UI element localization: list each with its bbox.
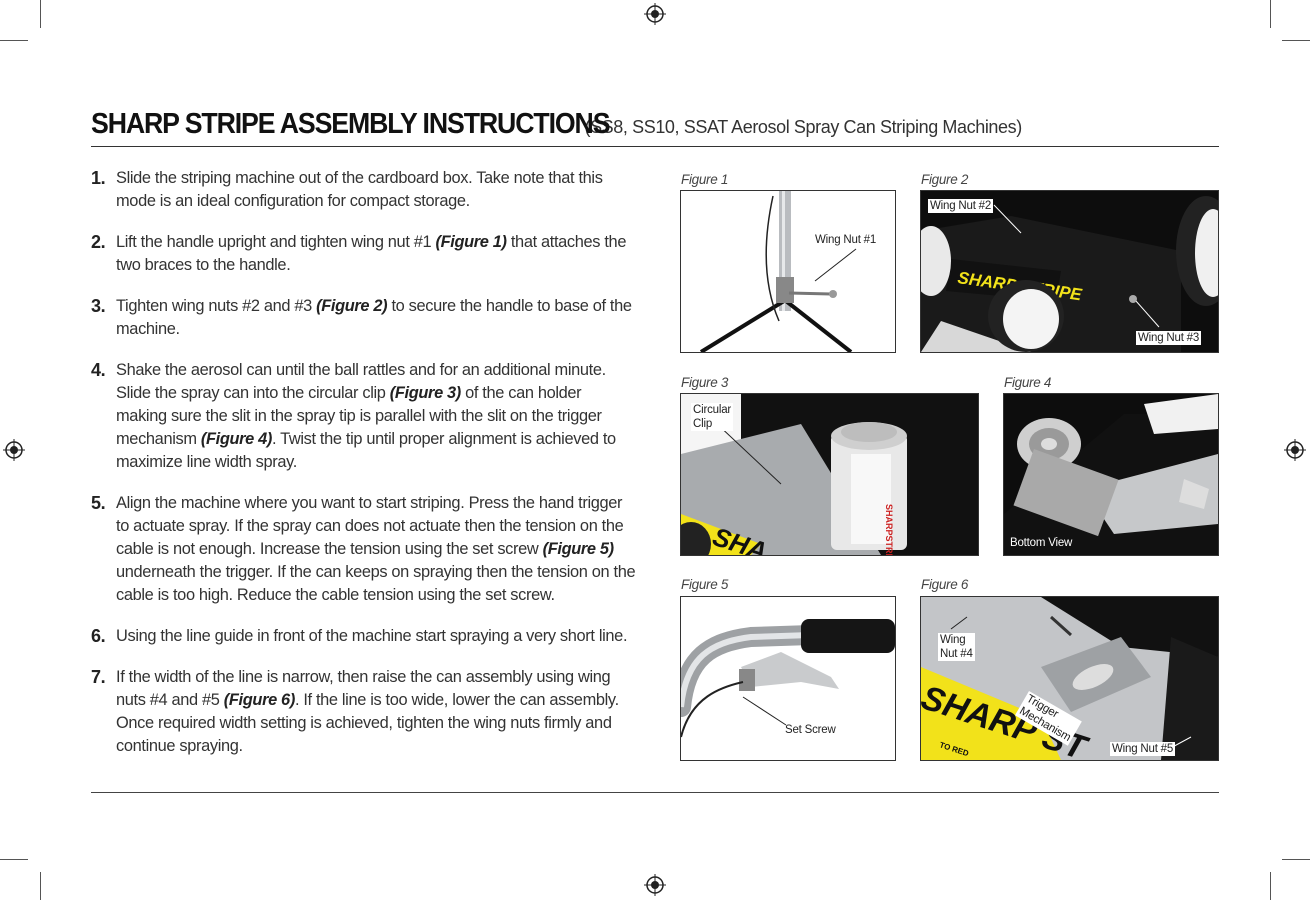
wing-nut-2-callout: Wing Nut #2	[928, 199, 994, 213]
step-text: that attaches the two braces to the hand…	[116, 233, 627, 274]
registration-mark-icon	[1284, 439, 1306, 461]
page-title: SHARP STRIPE ASSEMBLY INSTRUCTIONS	[91, 108, 611, 140]
crop-mark	[40, 872, 41, 900]
circular-clip-callout: Circular Clip	[691, 403, 734, 431]
hand-trigger-illustration	[681, 619, 895, 738]
figure-reference: (Figure 1)	[435, 233, 507, 251]
figure-2-label: Figure 2	[921, 172, 969, 187]
registration-mark-icon	[644, 874, 666, 896]
handle-braces-illustration	[699, 191, 857, 352]
wing-nut-5-callout: Wing Nut #5	[1110, 742, 1176, 756]
page-subtitle: (SS8, SS10, SSAT Aerosol Spray Can Strip…	[584, 117, 1022, 137]
crop-mark	[0, 859, 28, 860]
step-text: Tighten wing nuts #2 and #3	[116, 297, 317, 315]
step-text: of the can holder making sure the slit i…	[116, 384, 602, 448]
figure-5-label: Figure 5	[681, 577, 729, 592]
figure-1-label: Figure 1	[681, 172, 729, 187]
machine-base-illustration: SHARP STRIPE	[921, 191, 1218, 352]
callout-line: Nut #4	[940, 648, 973, 660]
callout-line: Circular	[693, 404, 732, 416]
figure-reference: (Figure 5)	[542, 540, 615, 558]
step-text: . If the line is too wide, lower the can…	[116, 691, 619, 755]
step-text: to secure the handle to base of the mach…	[116, 297, 632, 338]
figure-reference: (Figure 6)	[223, 691, 296, 709]
registration-mark-icon	[644, 3, 666, 25]
crop-mark	[1270, 872, 1271, 900]
step-number: 2.	[91, 232, 106, 252]
spray-can-clip-illustration: SHA SHARPSTRIPE	[681, 394, 978, 555]
wing-nut-4-callout: Wing Nut #4	[938, 633, 975, 661]
instruction-step-3: 3. Tighten wing nuts #2 and #3 (Figure 2…	[91, 295, 636, 341]
crop-mark	[1270, 0, 1271, 28]
instruction-step-4: 4. Shake the aerosol can until the ball …	[91, 359, 636, 474]
step-number: 6.	[91, 626, 106, 646]
bottom-view-callout: Bottom View	[1010, 537, 1073, 549]
figure-2: SHARP STRIPE Wing Nut #2 Wing Nut #3	[920, 190, 1219, 353]
instruction-step-1: 1. Slide the striping machine out of the…	[91, 167, 636, 213]
bottom-divider	[91, 792, 1219, 794]
instruction-step-6: 6. Using the line guide in front of the …	[91, 625, 636, 648]
figure-4: Bottom View	[1003, 393, 1219, 556]
step-number: 3.	[91, 296, 106, 316]
step-number: 1.	[91, 168, 106, 188]
figure-3-label: Figure 3	[681, 375, 729, 390]
figure-reference: (Figure 2)	[316, 297, 388, 315]
wing-nut-3-callout: Wing Nut #3	[1136, 331, 1202, 345]
set-screw-callout: Set Screw	[785, 724, 836, 736]
figure-6: SHARP ST TO RED Wing Nut #4 Trigger Mech…	[920, 596, 1219, 761]
callout-line: Wing	[940, 634, 966, 646]
step-text: Align the machine where you want to star…	[116, 494, 624, 558]
figure-reference: (Figure 3)	[389, 384, 462, 402]
wing-nut-1-callout: Wing Nut #1	[815, 234, 877, 246]
page-header: SHARP STRIPE ASSEMBLY INSTRUCTIONS(SS8, …	[91, 108, 1219, 147]
step-text: . Twist the tip until proper alignment i…	[116, 430, 616, 471]
step-number: 7.	[91, 667, 106, 687]
crop-mark	[1282, 859, 1310, 860]
step-text: Lift the handle upright and tighten wing…	[116, 233, 436, 251]
instruction-step-2: 2. Lift the handle upright and tighten w…	[91, 231, 636, 277]
step-text: If the width of the line is narrow, then…	[116, 668, 611, 709]
instruction-step-5: 5. Align the machine where you want to s…	[91, 492, 636, 607]
callout-line: Clip	[693, 418, 713, 430]
figure-1: Wing Nut #1	[680, 190, 896, 353]
figure-5: Set Screw	[680, 596, 896, 761]
figure-6-label: Figure 6	[921, 577, 969, 592]
registration-mark-icon	[3, 439, 25, 461]
can-label-text: SHARPSTRIPE	[884, 504, 894, 555]
instruction-step-7: 7. If the width of the line is narrow, t…	[91, 666, 636, 758]
instruction-list: 1. Slide the striping machine out of the…	[91, 167, 636, 776]
figure-reference: (Figure 4)	[200, 430, 273, 448]
figure-3: SHA SHARPSTRIPE Circular Clip	[680, 393, 979, 556]
step-text: Using the line guide in front of the mac…	[116, 627, 628, 645]
step-text: Slide the striping machine out of the ca…	[116, 169, 603, 210]
step-number: 5.	[91, 493, 106, 513]
figure-4-label: Figure 4	[1004, 375, 1052, 390]
crop-mark	[1282, 40, 1310, 41]
crop-mark	[0, 40, 28, 41]
crop-mark	[40, 0, 41, 28]
can-bottom-view-illustration	[1004, 394, 1218, 555]
step-number: 4.	[91, 360, 106, 380]
step-text: Shake the aerosol can until the ball rat…	[116, 361, 606, 402]
step-text: underneath the trigger. If the can keeps…	[116, 563, 636, 604]
wing-nuts-trigger-illustration: SHARP ST TO RED	[921, 597, 1218, 760]
